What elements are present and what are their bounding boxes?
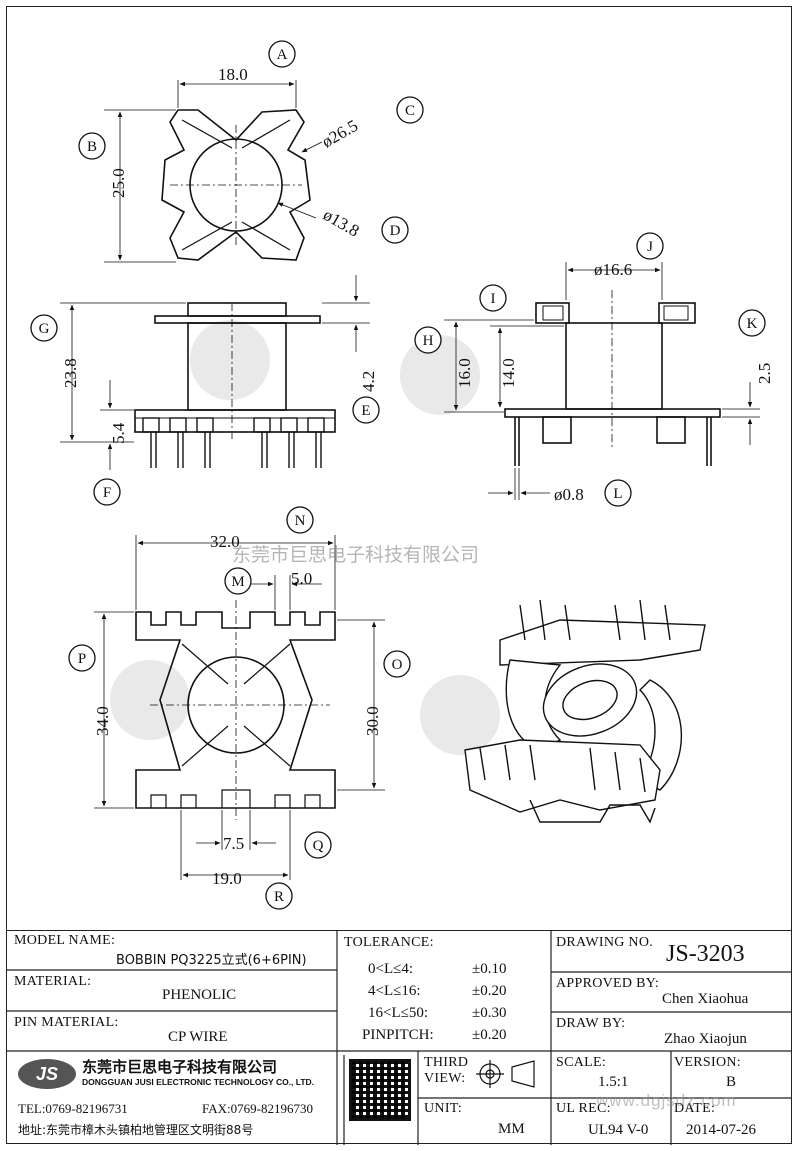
label-b: B [87,139,97,155]
dim-o: 30.0 [363,706,382,736]
bottom-view [94,535,385,880]
label-c: C [405,103,415,119]
dim-a: 18.0 [218,65,248,84]
company-tel: TEL:0769-82196731 [18,1101,128,1116]
dim-i: 14.0 [499,358,518,388]
tol-range-3: 16<L≤50: [368,1005,429,1021]
top-view [104,80,323,263]
dim-q: 7.5 [223,834,244,853]
scale-value: 1.5:1 [598,1074,629,1090]
qr-code [349,1059,411,1121]
dim-c: ø26.5 [319,116,362,152]
dim-g: 23.8 [61,358,80,388]
label-i: I [491,291,496,307]
draw-by-label: DRAW BY: [556,1016,626,1031]
website-watermark: www.dgjsdz.com [596,1091,737,1110]
label-j: J [647,239,653,255]
dim-j: ø16.6 [594,260,632,279]
third-view-label: THIRD VIEW: [424,1055,469,1086]
model-name-label: MODEL NAME: [14,933,116,948]
label-g: G [39,321,50,337]
drawing-frame [6,6,792,1144]
approved-by-label: APPROVED BY: [556,976,660,991]
unit-label: UNIT: [424,1101,463,1116]
dim-m: 5.0 [291,569,312,588]
front-view [60,275,370,470]
label-h: H [423,333,434,349]
tolerance-label: TOLERANCE: [344,935,434,950]
label-o: O [392,657,403,673]
label-e: E [361,403,370,419]
draw-by-value: Zhao Xiaojun [664,1031,747,1047]
dim-k: 2.5 [755,363,774,384]
dim-h: 16.0 [455,358,474,388]
projection-symbol-icon [476,1060,535,1088]
label-n: N [295,513,306,529]
company-name-en: DONGGUAN JUSI ELECTRONIC TECHNOLOGY CO.,… [82,1077,315,1087]
label-a: A [277,47,288,63]
version-value: B [726,1074,737,1090]
tol-range-4: PINPITCH: [362,1027,434,1043]
label-q: Q [313,838,324,854]
company-logo-text: JS [35,1064,59,1084]
tol-range-1: 0<L≤4: [368,961,414,977]
side-view [444,262,760,500]
company-address: 地址:东莞市樟木头镇柏地管理区文明街88号 [18,1123,254,1137]
label-r: R [274,889,284,905]
label-f: F [103,485,111,501]
pin-material-value: CP WIRE [168,1029,228,1045]
dim-b: 25.0 [109,168,128,198]
material-label: MATERIAL: [14,974,92,989]
tol-value-2: ±0.20 [472,983,507,999]
version-label: VERSION: [674,1055,741,1070]
ul-rec-label: UL REC: [556,1101,611,1116]
dim-f: 5.4 [109,422,128,444]
title-block: MODEL NAME: BOBBIN PQ3225立式(6+6PIN) MATE… [6,930,792,1145]
drawing-no-label: DRAWING NO. [556,935,654,950]
company-logo: JS [18,1059,76,1089]
dim-r: 19.0 [212,869,242,888]
dim-n: 32.0 [210,532,240,551]
date-label: DATE: [674,1101,716,1116]
model-name-value: BOBBIN PQ3225立式(6+6PIN) [116,953,307,968]
drawing-no-value: JS-3203 [666,941,745,967]
callout-letters: A B C D E F G H I J K L M N O P Q R [39,47,758,905]
scale-label: SCALE: [556,1055,607,1070]
tol-value-3: ±0.30 [472,1005,507,1021]
company-fax: FAX:0769-82196730 [202,1101,313,1116]
background-logo-watermark [110,320,500,755]
label-d: D [390,223,401,239]
unit-value: MM [498,1121,525,1137]
label-p: P [78,651,86,667]
ul-rec-value: UL94 V-0 [588,1122,649,1138]
dim-p: 34.0 [93,706,112,736]
company-watermark: 东莞市巨思电子科技有限公司 [232,544,480,566]
tol-range-2: 4<L≤16: [368,983,421,999]
dim-e: 4.2 [359,371,378,392]
dim-d: ø13.8 [320,205,363,241]
company-name-cn: 东莞市巨思电子科技有限公司 [82,1058,278,1076]
tol-value-1: ±0.10 [472,961,507,977]
tol-value-4: ±0.20 [472,1027,507,1043]
material-value: PHENOLIC [162,987,237,1003]
isometric-view [464,599,706,824]
dim-l: ø0.8 [554,485,584,504]
pin-material-label: PIN MATERIAL: [14,1015,119,1030]
callout-bubbles [30,40,766,910]
label-m: M [231,574,244,590]
date-value: 2014-07-26 [686,1122,756,1138]
approved-by-value: Chen Xiaohua [662,991,749,1007]
label-l: L [613,486,622,502]
label-k: K [747,316,758,332]
title-block-grid [6,931,792,1145]
